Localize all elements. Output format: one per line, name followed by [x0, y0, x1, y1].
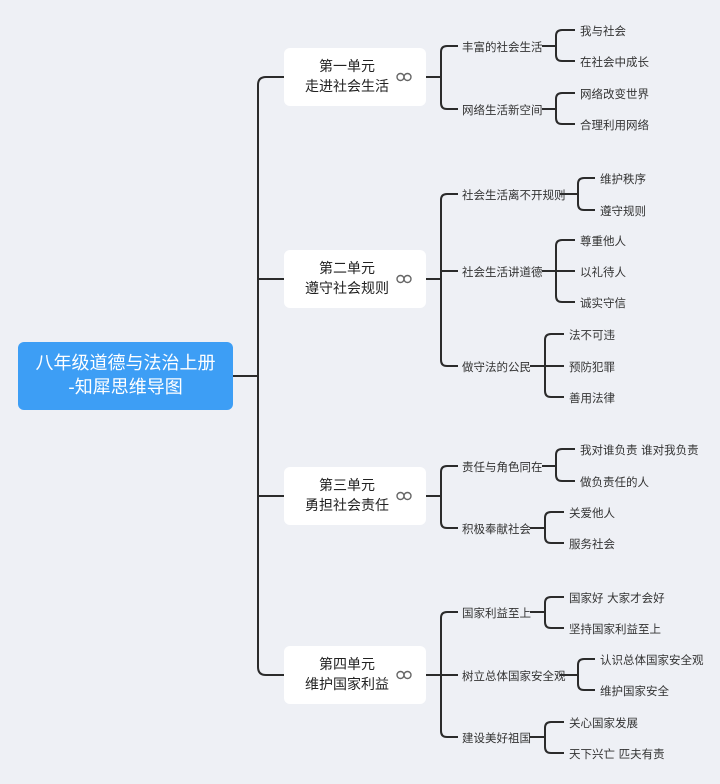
- connector-line: [440, 465, 458, 496]
- unit-node-2[interactable]: 第二单元 遵守社会规则: [284, 250, 426, 308]
- leaf-node[interactable]: 我对谁负责 谁对我负责: [580, 443, 699, 457]
- topic-node[interactable]: 责任与角色同在: [462, 460, 543, 474]
- connector-line: [555, 109, 575, 125]
- unit-node-4[interactable]: 第四单元 维护国家利益: [284, 646, 426, 704]
- leaf-node[interactable]: 关心国家发展: [569, 716, 638, 730]
- leaf-node[interactable]: 天下兴亡 匹夫有责: [569, 747, 665, 761]
- unit-2-number: 第二单元: [319, 261, 375, 277]
- topic-node[interactable]: 社会生活讲道德: [462, 265, 543, 279]
- connector-line: [555, 92, 575, 109]
- leaf-node[interactable]: 以礼待人: [580, 265, 626, 279]
- link-icon[interactable]: [396, 274, 412, 284]
- connector-line: [440, 279, 458, 367]
- leaf-node[interactable]: 维护国家安全: [600, 684, 669, 698]
- leaf-node[interactable]: 合理利用网络: [580, 118, 649, 132]
- connector-line: [555, 271, 575, 303]
- root-title-line2: -知犀思维导图: [68, 377, 183, 398]
- topic-node[interactable]: 网络生活新空间: [462, 103, 543, 117]
- connector-line: [440, 496, 458, 529]
- connector-line: [555, 239, 575, 271]
- leaf-node[interactable]: 服务社会: [569, 537, 615, 551]
- unit-node-1[interactable]: 第一单元 走进社会生活: [284, 48, 426, 106]
- leaf-node[interactable]: 善用法律: [569, 391, 615, 405]
- unit-4-number: 第四单元: [319, 657, 375, 673]
- leaf-node[interactable]: 认识总体国家安全观: [600, 653, 704, 667]
- connector-line: [544, 366, 564, 398]
- leaf-node[interactable]: 网络改变世界: [580, 87, 649, 101]
- unit-4-title: 维护国家利益: [305, 677, 389, 693]
- connector-line: [544, 333, 564, 366]
- unit-2-title: 遵守社会规则: [305, 281, 389, 297]
- connector-line: [577, 194, 595, 211]
- root-title-line1: 八年级道德与法治上册: [35, 353, 216, 374]
- topic-node[interactable]: 丰富的社会生活: [462, 40, 543, 54]
- leaf-node[interactable]: 国家好 大家才会好: [569, 591, 665, 605]
- unit-1-title: 走进社会生活: [305, 79, 389, 95]
- connector-line: [257, 376, 284, 676]
- connector-line: [555, 46, 575, 62]
- topic-node[interactable]: 建设美好祖国: [462, 731, 531, 745]
- leaf-node[interactable]: 法不可违: [569, 328, 615, 342]
- unit-node-3[interactable]: 第三单元 勇担社会责任: [284, 467, 426, 525]
- connector-line: [544, 528, 564, 544]
- leaf-node[interactable]: 关爱他人: [569, 506, 615, 520]
- connector-line: [555, 29, 575, 46]
- unit-3-title: 勇担社会责任: [305, 498, 389, 514]
- leaf-node[interactable]: 我与社会: [580, 24, 626, 38]
- link-icon[interactable]: [396, 670, 412, 680]
- connector-line: [544, 737, 564, 754]
- connector-line: [544, 596, 564, 612]
- connector-line: [577, 675, 595, 691]
- unit-1-number: 第一单元: [319, 59, 375, 75]
- connector-line: [440, 45, 458, 77]
- connector-line: [257, 76, 284, 376]
- leaf-node[interactable]: 坚持国家利益至上: [569, 622, 661, 636]
- root-node[interactable]: 八年级道德与法治上册 -知犀思维导图: [18, 342, 233, 410]
- connector-line: [440, 675, 458, 738]
- leaf-node[interactable]: 诚实守信: [580, 296, 626, 310]
- connector-line: [440, 193, 458, 279]
- connector-line: [544, 721, 564, 737]
- connector-line: [577, 177, 595, 194]
- topic-node[interactable]: 积极奉献社会: [462, 522, 531, 536]
- connector-line: [555, 466, 575, 482]
- leaf-node[interactable]: 尊重他人: [580, 234, 626, 248]
- link-icon[interactable]: [396, 491, 412, 501]
- topic-node[interactable]: 树立总体国家安全观: [462, 669, 566, 683]
- topic-node[interactable]: 社会生活离不开规则: [462, 188, 566, 202]
- leaf-node[interactable]: 预防犯罪: [569, 360, 615, 374]
- connector-line: [544, 612, 564, 629]
- connector-line: [440, 77, 458, 110]
- topic-node[interactable]: 国家利益至上: [462, 606, 531, 620]
- unit-3-number: 第三单元: [319, 478, 375, 494]
- topic-node[interactable]: 做守法的公民: [462, 360, 531, 374]
- connector-line: [544, 511, 564, 528]
- connector-line: [577, 658, 595, 675]
- connector-line: [440, 611, 458, 675]
- leaf-node[interactable]: 维护秩序: [600, 172, 646, 186]
- connector-line: [555, 448, 575, 466]
- leaf-node[interactable]: 遵守规则: [600, 204, 646, 218]
- link-icon[interactable]: [396, 72, 412, 82]
- leaf-node[interactable]: 在社会中成长: [580, 55, 649, 69]
- leaf-node[interactable]: 做负责任的人: [580, 475, 649, 489]
